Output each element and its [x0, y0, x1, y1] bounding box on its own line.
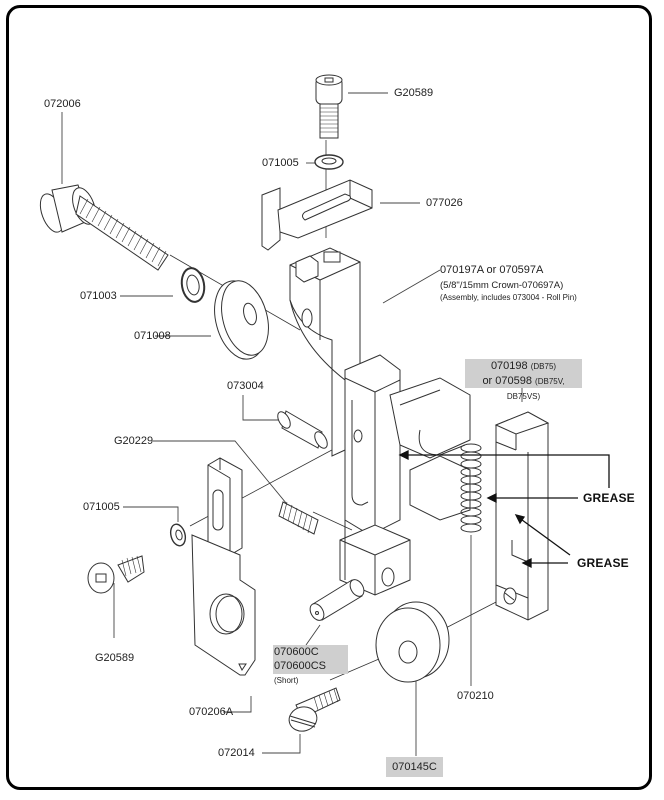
part-070145C-roller: [375, 601, 450, 683]
part-G20229-set-screw: [278, 501, 319, 535]
part-077026-bracket: [261, 179, 373, 251]
label-070198: 070198: [490, 360, 528, 372]
part-070210-spring: [460, 443, 482, 533]
part-072014-screw: [288, 687, 341, 732]
label-070600C: 070600C: [274, 646, 319, 658]
label-071003: 071003: [80, 290, 117, 302]
label-070145C-box: 070145C: [386, 757, 443, 777]
label-070197A: 070197A or 070597A: [440, 264, 544, 276]
part-G20589-left-screw: [87, 555, 145, 594]
grease-label-1: GREASE: [583, 491, 635, 505]
diagram-frame: [6, 5, 652, 790]
label-070198-box: 070198 (DB75) or 070598 (DB75V, DB75VS): [465, 359, 582, 401]
label-071008: 071008: [134, 330, 171, 342]
label-070600CS: 070600CS: [274, 660, 326, 672]
part-071003-washer: [180, 267, 206, 303]
label-070598: or 070598: [482, 375, 532, 387]
part-071005-left-washer: [169, 523, 187, 547]
label-G20229: G20229: [114, 435, 154, 447]
part-071008-washer: [214, 280, 269, 360]
label-070598-models: (DB75V, DB75VS): [506, 377, 565, 401]
label-070198-model: (DB75): [530, 362, 557, 371]
label-070600CS-short: (Short): [274, 676, 299, 685]
label-072014: 072014: [218, 747, 255, 759]
label-070197A-crown-note: (5/8"/15mm Crown-070697A): [440, 280, 564, 291]
label-070197A-assembly-note: (Assembly, includes 073004 - Roll Pin): [440, 293, 577, 302]
label-070206A: 070206A: [189, 706, 234, 718]
label-G20589-left: G20589: [95, 652, 135, 664]
label-077026: 077026: [426, 197, 463, 209]
label-073004: 073004: [227, 380, 264, 392]
label-070600C-box: 070600C 070600CS (Short): [273, 645, 348, 685]
label-072006: 072006: [44, 98, 81, 110]
leader-lines: [61, 92, 523, 756]
label-070210: 070210: [457, 690, 494, 702]
part-072006-screw: [39, 184, 169, 271]
part-G20589-top-screw: [315, 74, 343, 139]
part-073004-roll-pin: [277, 410, 328, 449]
grease-label-2: GREASE: [577, 556, 629, 570]
label-071005-left: 071005: [83, 501, 120, 513]
label-070145C: 070145C: [392, 761, 437, 773]
part-070206A-plate: [191, 457, 256, 676]
grease-arrows: [398, 449, 610, 569]
part-071005-top-washer: [314, 154, 344, 170]
label-071005-top: 071005: [262, 157, 299, 169]
label-G20589-top: G20589: [394, 87, 434, 99]
part-070600C-pin: [309, 579, 365, 621]
